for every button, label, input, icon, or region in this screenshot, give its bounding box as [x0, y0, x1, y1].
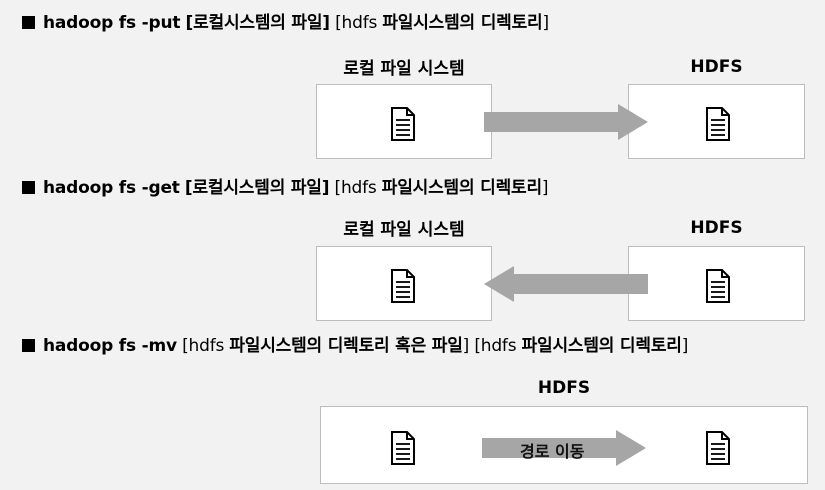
- arrow-right-icon: [484, 104, 648, 140]
- command-arg2-open: [hdfs: [474, 336, 522, 356]
- command-name: hadoop fs -put: [43, 13, 181, 33]
- command-arg2-bold: 파일시스템의 디렉토리: [521, 336, 682, 356]
- document-icon: [706, 107, 730, 141]
- document-icon: [391, 107, 415, 141]
- command-put: hadoop fs -put [로컬시스템의 파일] [hdfs 파일시스템의 …: [22, 12, 549, 34]
- bullet-square-icon: [22, 339, 35, 352]
- command-arg1-close: ]: [462, 336, 470, 356]
- local-fs-label: 로컬 파일 시스템: [343, 59, 465, 79]
- command-name: hadoop fs -mv: [43, 336, 177, 356]
- command-arg1: [로컬시스템의 파일]: [185, 13, 331, 33]
- command-arg2-open: [hdfs: [334, 178, 382, 198]
- document-icon: [706, 431, 730, 465]
- command-name: hadoop fs -get: [43, 178, 180, 198]
- command-arg2-close: ]: [541, 178, 549, 198]
- command-arg2-bold: 파일시스템의 디렉토리: [381, 178, 542, 198]
- command-get: hadoop fs -get [로컬시스템의 파일] [hdfs 파일시스템의 …: [22, 177, 549, 199]
- command-arg2-close: ]: [542, 13, 549, 33]
- command-arg2-close: ]: [681, 336, 689, 356]
- command-arg1: [로컬시스템의 파일]: [184, 178, 330, 198]
- command-arg2-open: [hdfs: [335, 13, 383, 33]
- arrow-left-icon: [484, 266, 648, 302]
- arrow-right-icon: [482, 430, 646, 466]
- document-icon: [391, 269, 415, 303]
- hdfs-label: HDFS: [537, 378, 591, 398]
- document-icon: [706, 269, 730, 303]
- hdfs-box: [628, 246, 805, 321]
- command-arg1-open: [hdfs: [182, 336, 230, 356]
- bullet-square-icon: [22, 181, 35, 194]
- local-fs-label: 로컬 파일 시스템: [343, 220, 465, 240]
- bullet-square-icon: [22, 16, 35, 29]
- hdfs-label: HDFS: [690, 218, 743, 238]
- command-arg1-bold: 파일시스템의 디렉토리 혹은 파일: [229, 336, 463, 356]
- hdfs-label: HDFS: [690, 57, 743, 77]
- command-arg2-bold: 파일시스템의 디렉토리: [382, 13, 543, 33]
- command-mv: hadoop fs -mv [hdfs 파일시스템의 디렉토리 혹은 파일] […: [22, 335, 688, 357]
- move-path-label: 경로 이동: [520, 442, 585, 461]
- document-icon: [391, 431, 415, 465]
